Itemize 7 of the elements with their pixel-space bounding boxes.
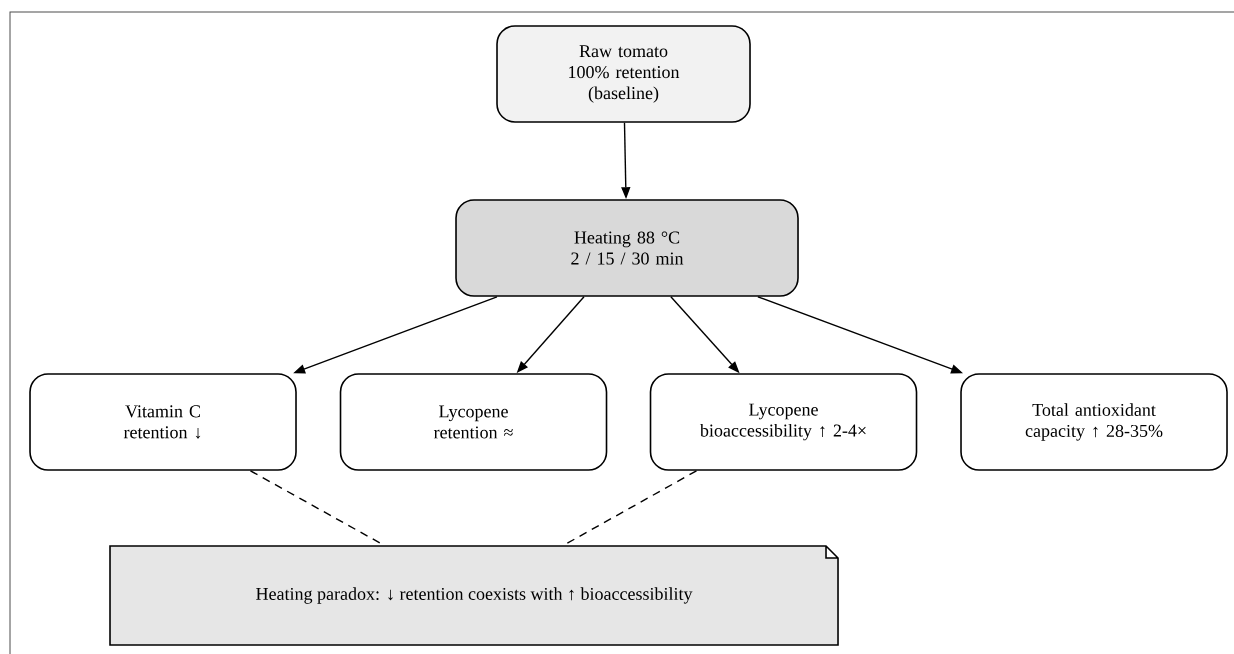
process-box: Total antioxidant capacity ↑ 28-35% (960, 373, 1228, 471)
process-box: Heating 88 °C 2 / 15 / 30 min (455, 199, 799, 297)
note-box: Heating paradox: ↓ retention coexists with ↑ bioaccessibility (109, 545, 839, 646)
process-box: Lycopene bioaccessibility ↑ 2-4× (649, 373, 918, 471)
process-box: Vitamin C retention ↓ (29, 373, 297, 471)
process-box: Raw tomato 100% retention (baseline) (496, 25, 751, 123)
process-box: Lycopene retention ≈ (339, 373, 608, 471)
